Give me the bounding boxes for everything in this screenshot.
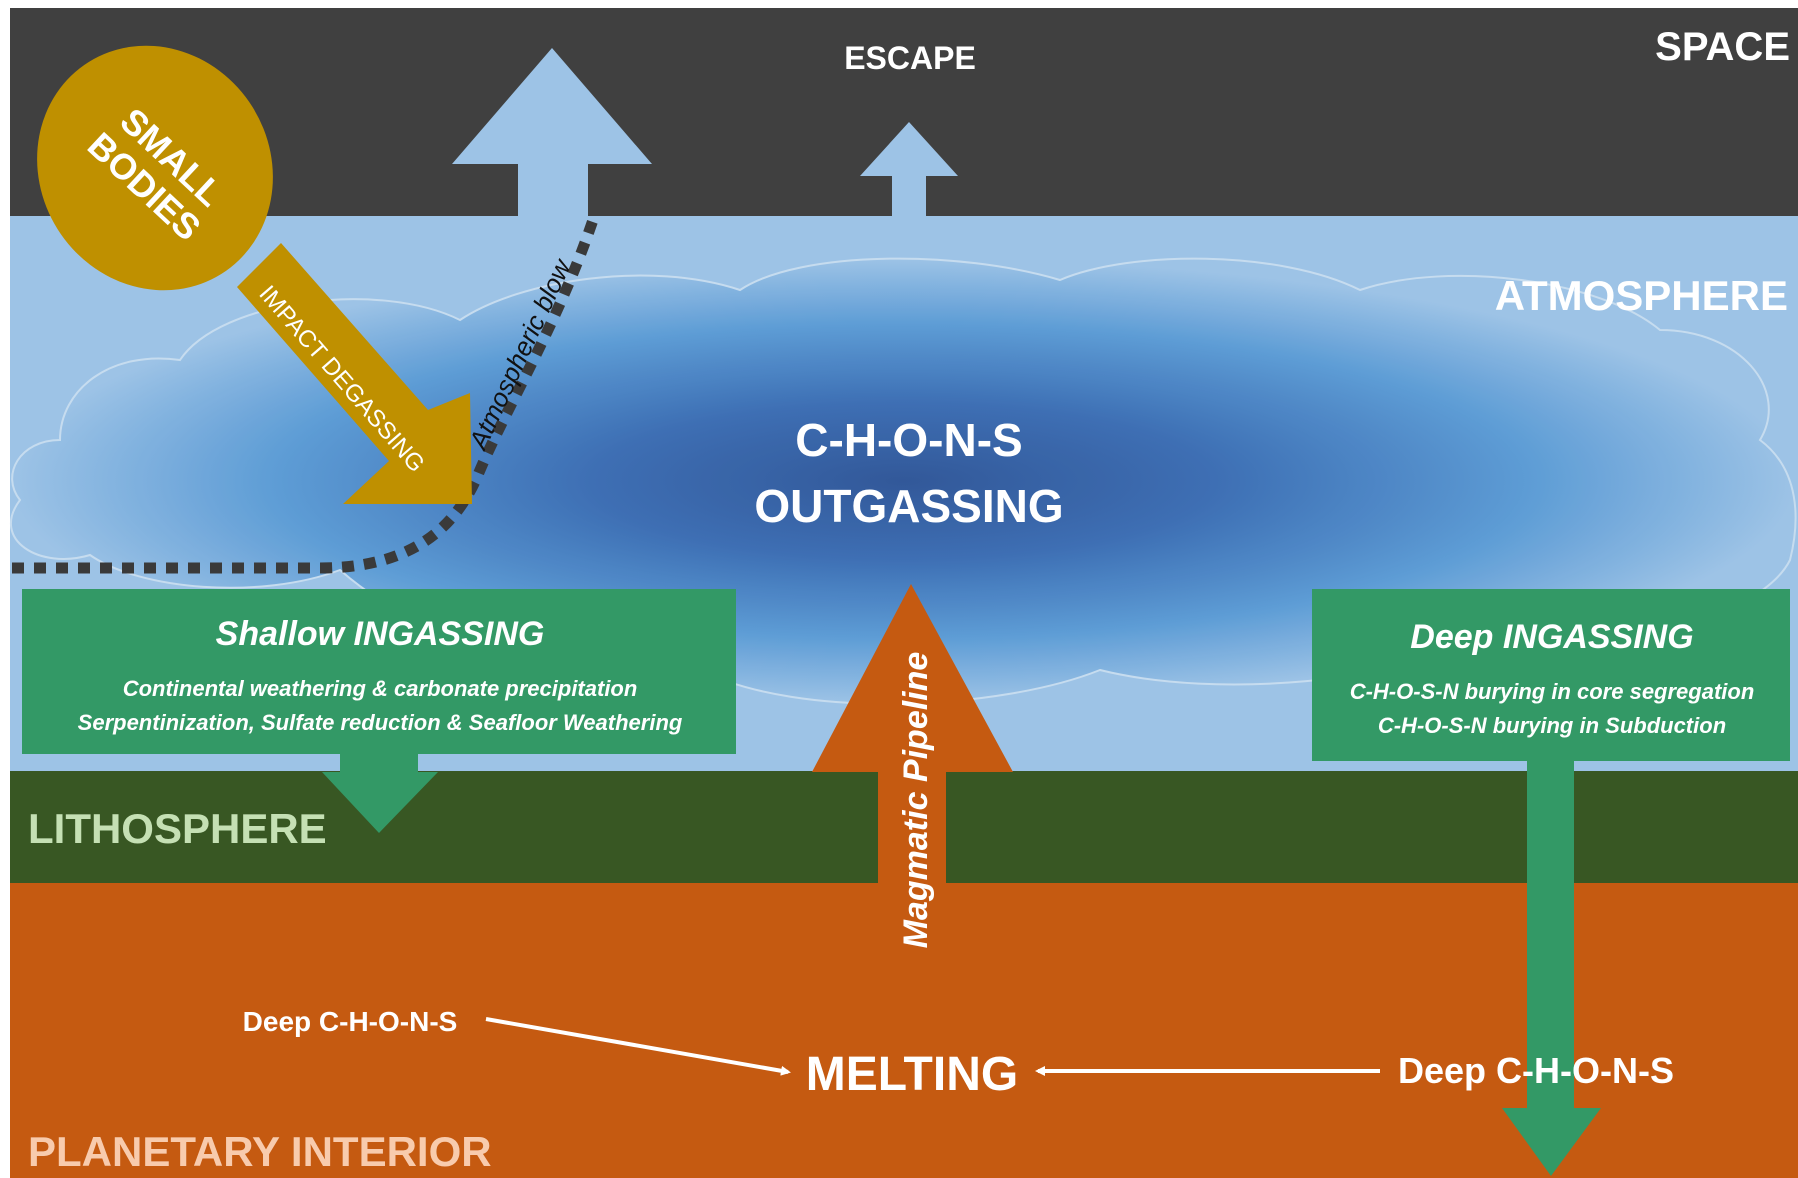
impact-degassing-arrow xyxy=(237,243,472,504)
shallow-ingassing-arrow xyxy=(322,754,438,833)
shallow-ingassing-title: Shallow INGASSING xyxy=(216,615,545,653)
shallow-ingassing-box xyxy=(22,589,736,754)
atmospheric-blow-path xyxy=(12,212,601,574)
deep-ingassing-line1: C-H-O-S-N burying in core segregation xyxy=(1350,679,1755,704)
magmatic-pipeline-arrow xyxy=(812,584,1013,958)
magmatic-pipeline-label: Magmatic Pipeline xyxy=(897,652,935,949)
lithosphere-label: LITHOSPHERE xyxy=(28,805,327,852)
escape-arrow-small xyxy=(860,122,958,216)
deep-ingassing-box xyxy=(1312,589,1790,761)
deep-left-arrow xyxy=(485,1017,791,1076)
escape-arrow-large xyxy=(452,48,652,216)
melting-label: MELTING xyxy=(806,1048,1018,1101)
shallow-ingassing-line2: Serpentinization, Sulfate reduction & Se… xyxy=(78,710,683,735)
deep-ingassing-title: Deep INGASSING xyxy=(1410,618,1693,656)
outgassing-line1: C-H-O-N-S xyxy=(795,414,1022,466)
deep-left-label: Deep C-H-O-N-S xyxy=(243,1006,458,1037)
escape-label: ESCAPE xyxy=(844,40,976,76)
atmosphere-label: ATMOSPHERE xyxy=(1495,272,1788,319)
shallow-ingassing-line1: Continental weathering & carbonate preci… xyxy=(123,676,638,701)
deep-ingassing-line2: C-H-O-S-N burying in Subduction xyxy=(1378,713,1726,738)
deep-right-label: Deep C-H-O-N-S xyxy=(1398,1050,1674,1091)
small-bodies-ellipse xyxy=(37,45,273,291)
outgassing-line2: OUTGASSING xyxy=(754,480,1063,532)
interior-label: PLANETARY INTERIOR xyxy=(28,1128,492,1175)
deep-ingassing-arrow xyxy=(1502,761,1601,1176)
space-label: SPACE xyxy=(1655,25,1790,69)
